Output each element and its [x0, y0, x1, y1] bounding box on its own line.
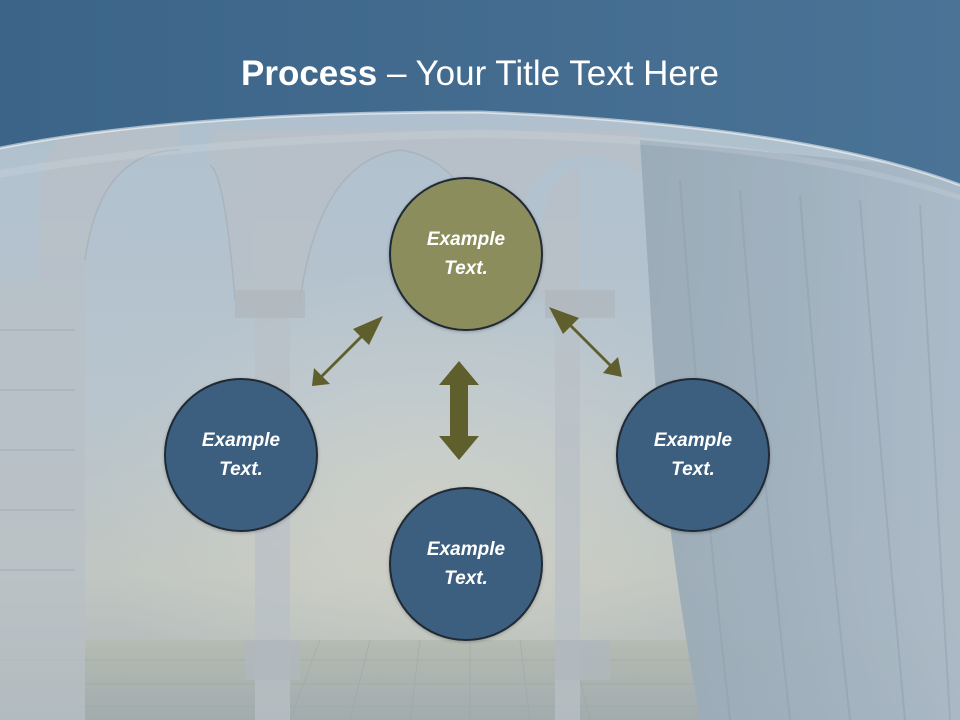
- label-line2: Text.: [219, 459, 263, 480]
- process-circle-bottom: Example Text.: [389, 487, 543, 641]
- label-line1: Example: [426, 229, 506, 250]
- process-circle-left: Example Text.: [164, 378, 318, 532]
- double-arrow-top-right: [549, 307, 622, 377]
- title-bold: Process: [241, 54, 378, 93]
- title-rest: – Your Title Text Here: [377, 54, 719, 93]
- circle-label: Example Text.: [202, 426, 280, 484]
- circle-label: Example Text.: [654, 426, 732, 484]
- slide-title: Process – Your Title Text Here: [0, 52, 960, 96]
- circle-label: Example Text.: [427, 225, 505, 283]
- label-line2: Text.: [671, 459, 715, 480]
- circle-label: Example Text.: [427, 535, 505, 593]
- process-circle-top: Example Text.: [389, 177, 543, 331]
- label-line2: Text.: [444, 258, 488, 279]
- process-circle-right: Example Text.: [616, 378, 770, 532]
- label-line2: Text.: [444, 568, 488, 589]
- label-line1: Example: [201, 430, 281, 451]
- label-line1: Example: [426, 539, 506, 560]
- double-arrow-top-left: [312, 316, 383, 386]
- double-arrow-vertical: [439, 361, 479, 460]
- label-line1: Example: [653, 430, 733, 451]
